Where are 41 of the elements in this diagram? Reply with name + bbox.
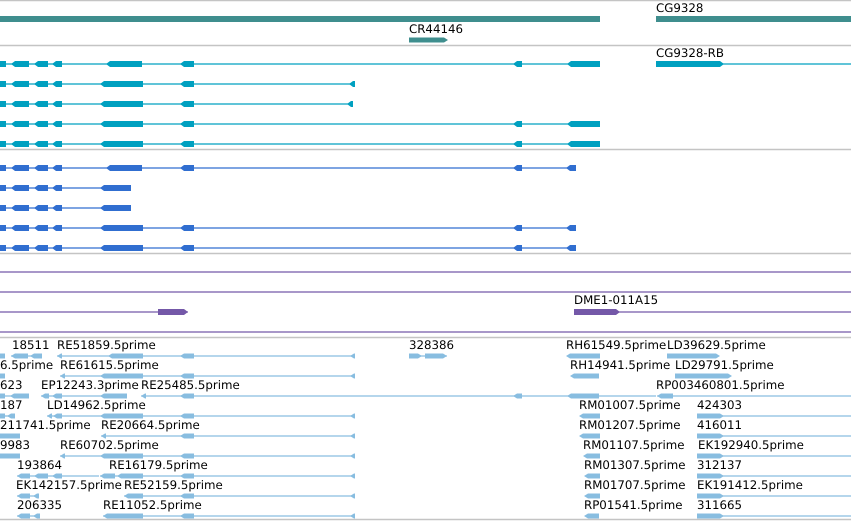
feature-label: RE25485.5prime [141,379,240,392]
feature-label: LD29791.5prime [675,359,774,372]
feature-label: 416011 [697,419,742,432]
feature-label: 312137 [697,459,742,472]
feature-label: DME1-011A15 [574,294,658,307]
feature-label: 6.5prime [0,359,54,372]
feature-label: RE20664.5prime [101,419,200,432]
feature-label: 328386 [409,339,454,352]
feature-label: 206335 [17,499,62,512]
feature-label: CR44146 [409,23,463,36]
feature-label: 18511 [12,339,50,352]
feature-label: 9983 [0,439,30,452]
feature-label: 187 [0,399,23,412]
feature-label: RE51859.5prime [57,339,156,352]
feature-label: 311665 [697,499,742,512]
feature-label: 211741.5prime [0,419,91,432]
feature-label: EK142157.5prime [16,479,122,492]
feature-label: 623 [0,379,23,392]
feature-label: CG9328-RB [656,47,724,60]
feature-label: RE60702.5prime [60,439,159,452]
feature-label: RM01707.5prime [584,479,686,492]
feature-label: LD14962.5prime [47,399,146,412]
feature-label: EP12243.3prime [41,379,139,392]
feature-label: RM01307.5prime [584,459,686,472]
feature-label: RE11052.5prime [103,499,202,512]
feature-label: RP01541.5prime [584,499,682,512]
feature-label: 424303 [697,399,742,412]
feature-label: RP003460801.5prime [656,379,784,392]
feature-label: RM01207.5prime [579,419,681,432]
feature-label: RM01107.5prime [583,439,685,452]
feature-label: LD39629.5prime [667,339,766,352]
feature-label: 193864 [17,459,62,472]
feature-label: RH14941.5prime [570,359,670,372]
feature-label: EK191412.5prime [697,479,803,492]
feature-label: RE16179.5prime [109,459,208,472]
feature-label: RE52159.5prime [124,479,223,492]
feature-label: EK192940.5prime [698,439,804,452]
feature-label: RH61549.5prime [566,339,666,352]
feature-label: RM01007.5prime [579,399,681,412]
feature-label: CG9328 [656,2,704,15]
feature-label: RE61615.5prime [60,359,159,372]
